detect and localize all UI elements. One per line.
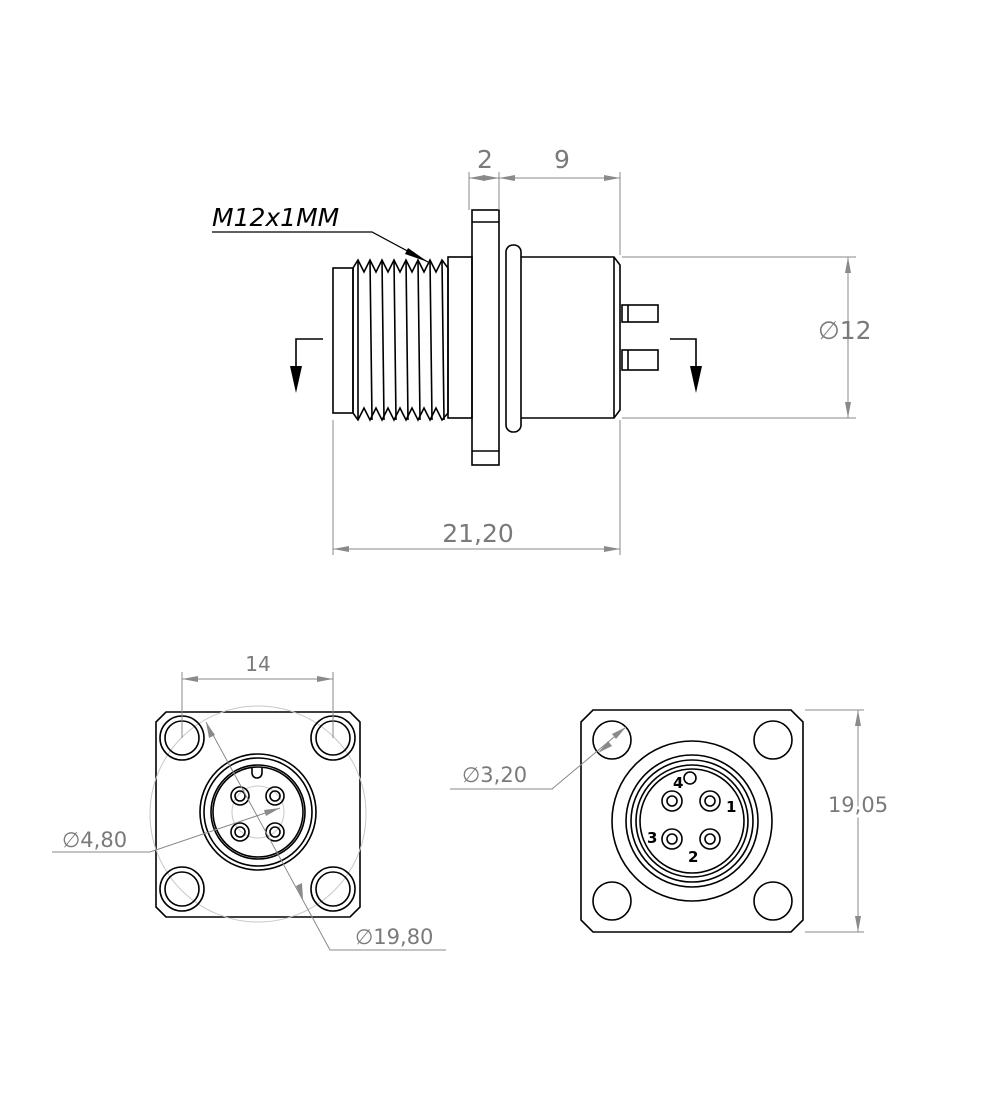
bolt-circle (149, 705, 367, 923)
rear-view: 1 2 3 4 ∅3,20 19,05 (450, 709, 891, 933)
rear-pins (661, 790, 721, 850)
section-arrow-right-head (690, 366, 702, 393)
rear-mounting-holes (592, 720, 793, 921)
key-hole (683, 771, 697, 785)
body (521, 256, 621, 419)
side-view: 2 9 ∅12 21,20 M12x1MM (212, 145, 872, 555)
flange (471, 209, 500, 466)
thread (352, 258, 449, 422)
pin-label-4: 4 (673, 774, 683, 792)
dim-diameter-12: ∅12 (818, 316, 872, 345)
o-ring (505, 244, 522, 433)
dim-square: 19,05 (828, 793, 888, 817)
front-nut (332, 267, 354, 414)
pin-label-3: 3 (647, 829, 657, 847)
dim-hole-spacing: 14 (245, 652, 270, 676)
neck (447, 256, 473, 419)
front-flange-outline (155, 711, 361, 918)
pin-lower (621, 349, 659, 371)
front-view: 14 ∅4,80 ∅19,80 (52, 652, 446, 951)
dim-inner-diameter: ∅4,80 (62, 828, 127, 852)
section-arrow-left-head (290, 366, 302, 393)
dim-bolt-circle: ∅19,80 (355, 925, 433, 949)
front-pins (230, 786, 285, 842)
dimensions-rear: ∅3,20 19,05 (450, 709, 891, 933)
dim-body: 9 (554, 145, 570, 174)
thread-label: M12x1MM (212, 203, 339, 232)
rear-flange-outline (580, 709, 804, 933)
key-notch (251, 767, 263, 779)
thread-leader-line (212, 231, 429, 263)
dim-hole-diameter: ∅3,20 (462, 763, 527, 787)
pin-label-2: 2 (688, 848, 698, 866)
pin-label-1: 1 (726, 798, 736, 816)
dimensions-front: 14 ∅4,80 ∅19,80 (52, 652, 446, 951)
pin-upper (621, 304, 659, 323)
dim-flange: 2 (477, 145, 493, 174)
mounting-holes (159, 715, 356, 912)
dimensions-side: 2 9 ∅12 21,20 M12x1MM (212, 145, 872, 555)
dim-length: 21,20 (442, 519, 514, 548)
